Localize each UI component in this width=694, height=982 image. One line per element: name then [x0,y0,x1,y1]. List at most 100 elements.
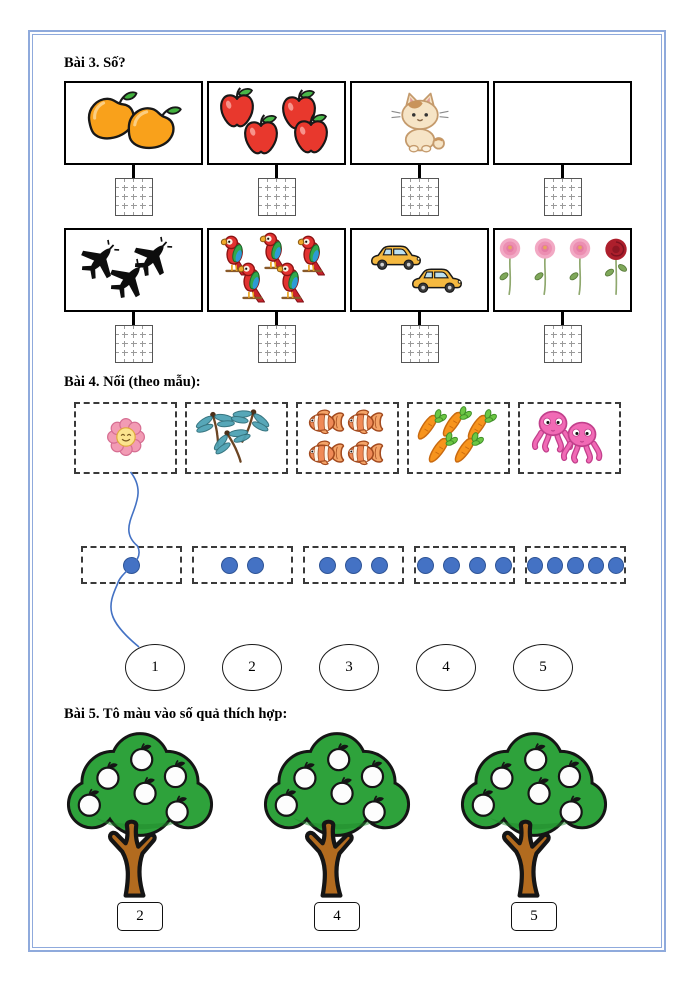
answer-grid[interactable] [543,325,582,363]
exercise4-object-boxes [74,402,638,474]
tree-unit-1: 2 [64,730,216,931]
tree-number-box: 4 [314,902,360,931]
count-dot [123,556,140,574]
answer-grid[interactable] [114,178,153,216]
count-dot [319,556,336,574]
apple-icon [291,112,331,156]
connector-stem [561,165,564,178]
answer-grid[interactable] [543,178,582,216]
picture-box-mango [64,81,203,165]
picture-box-parrot [207,228,346,312]
connector-stem [132,312,135,325]
answer-grid[interactable] [400,178,439,216]
apple-tree[interactable] [458,730,610,899]
count-dot [495,556,512,574]
picture-box-apple [207,81,346,165]
exercise4-dot-boxes [81,546,638,584]
answer-grid[interactable] [400,325,439,363]
exercise3-title: Bài 3. Số? [64,55,126,71]
ex3-row-2 [64,228,638,363]
picture-box-cat [350,81,489,165]
count-dot [547,556,564,574]
match-box-clownfish[interactable] [296,402,399,474]
number-oval-1[interactable]: 1 [125,644,185,691]
count-dot [417,556,434,574]
number-oval-4[interactable]: 4 [416,644,476,691]
match-box-carrot[interactable] [407,402,510,474]
smiley-flower-icon [105,416,147,458]
clownfish-icon [344,439,384,467]
dot-box-2[interactable] [192,546,293,584]
connector-stem [132,165,135,178]
tree-number-box: 2 [117,902,163,931]
count-dot [587,556,604,574]
dot-box-4[interactable] [414,546,515,584]
exercise3-picture-rows [64,81,638,363]
exercise4-title: Bài 4. Nối (theo mẫu): [64,374,201,390]
count-dot [371,556,388,574]
answer-grid[interactable] [257,325,296,363]
match-box-smiley-flower[interactable] [74,402,177,474]
tree-unit-3: 5 [458,730,610,931]
connector-stem [418,312,421,325]
number-oval-3[interactable]: 3 [319,644,379,691]
answer-grid[interactable] [257,178,296,216]
ex3-unit-apple [207,81,346,216]
match-box-dragonfly[interactable] [185,402,288,474]
airplane-icon [105,255,153,303]
dot-box-5[interactable] [525,546,626,584]
number-oval-2[interactable]: 2 [222,644,282,691]
answer-grid[interactable] [114,325,153,363]
count-dot [527,556,544,574]
tree-number-box: 5 [511,902,557,931]
ex3-unit-car [350,228,489,363]
tree-unit-2: 4 [261,730,413,931]
flower-rose-icon [603,237,629,297]
picture-box-airplane [64,228,203,312]
flower-pink-icon [567,237,593,297]
flower-pink-icon [497,237,523,297]
connector-stem [561,312,564,325]
mango-icon [118,94,184,160]
ex3-row-1 [64,81,638,216]
carrot-icon [451,431,487,467]
count-dot [221,556,238,574]
picture-box-empty [493,81,632,165]
clownfish-icon [305,439,345,467]
clownfish-icon [305,408,345,436]
flower-pink-icon [532,237,558,297]
ex3-unit-flower [493,228,632,363]
dot-box-3[interactable] [303,546,404,584]
parrot-icon [273,261,311,305]
parrot-icon [234,261,272,305]
exercise5-title: Bài 5. Tô màu vào số quả thích hợp: [64,706,288,722]
octopus-icon [560,420,604,464]
picture-box-flower [493,228,632,312]
number-oval-5[interactable]: 5 [513,644,573,691]
connector-stem [275,312,278,325]
ex3-unit-parrot [207,228,346,363]
count-dot [247,556,264,574]
connector-stem [275,165,278,178]
ex3-unit-cat [350,81,489,216]
ex3-unit-mango [64,81,203,216]
apple-icon [241,113,281,157]
count-dot [443,556,460,574]
apple-tree[interactable] [261,730,413,899]
car-icon [409,264,465,294]
exercise5-trees: 2 4 5 [64,730,638,931]
match-box-octopus[interactable] [518,402,621,474]
ex3-unit-airplane [64,228,203,363]
count-dot [567,556,584,574]
count-dot [345,556,362,574]
count-dot [469,556,486,574]
dot-box-1[interactable] [81,546,182,584]
clownfish-icon [344,408,384,436]
cat-icon [388,90,452,154]
apple-tree[interactable] [64,730,216,899]
ex3-unit-empty [493,81,632,216]
